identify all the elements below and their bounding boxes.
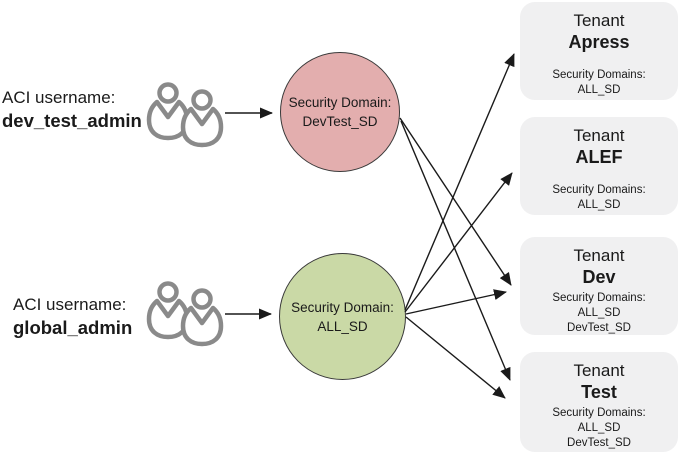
tenant-card-alef: Tenant ALEF Security Domains: ALL_SD: [520, 117, 678, 215]
security-domain-all-circle: Security Domain: ALL_SD: [279, 253, 406, 380]
security-domain-item: ALL_SD: [577, 84, 621, 96]
tenant-caption: Tenant: [573, 246, 625, 265]
person-glyph: [146, 82, 190, 141]
actor-label-global-admin: ACI username: global_admin: [13, 293, 132, 339]
users-icon: [146, 281, 224, 347]
security-domain-item: ALL_SD: [577, 422, 621, 434]
security-domain-item: ALL_SD: [577, 307, 621, 319]
actor-username: global_admin: [13, 317, 133, 338]
security-domains-caption: Security Domains:: [552, 184, 646, 196]
tenant-card-dev: Tenant Dev Security Domains: ALL_SD DevT…: [520, 237, 678, 335]
users-icon: [146, 82, 224, 148]
actor-label-dev-test-admin: ACI username: dev_test_admin: [2, 86, 142, 132]
tenant-name: ALEF: [575, 147, 623, 167]
arrow-all-to-apress: [404, 53, 515, 311]
tenant-security-domains: Security Domains: ALL_SD DevTest_SD: [520, 291, 678, 336]
security-domain-devtest-circle: Security Domain: DevTest_SD: [280, 52, 400, 172]
arrow-all-to-alef: [404, 172, 513, 313]
tenant-name: Test: [581, 382, 617, 402]
security-domain-caption: Security Domain:: [288, 95, 392, 110]
tenant-security-domains: Security Domains: ALL_SD: [520, 183, 678, 213]
tenant-caption: Tenant: [573, 11, 625, 30]
person-glyph: [180, 89, 224, 148]
arrow-devtest-to-dev: [399, 117, 512, 286]
actor-username: dev_test_admin: [2, 110, 142, 131]
security-domain-name: DevTest_SD: [302, 114, 378, 129]
aci-username-caption: ACI username:: [13, 295, 127, 314]
tenant-security-domains: Security Domains: ALL_SD: [520, 68, 678, 98]
tenant-card-apress: Tenant Apress Security Domains: ALL_SD: [520, 2, 678, 100]
security-domains-caption: Security Domains:: [552, 292, 646, 304]
person-glyph: [180, 288, 224, 347]
arrow-devtest-to-test: [400, 120, 511, 381]
security-domains-caption: Security Domains:: [552, 69, 646, 81]
tenant-caption: Tenant: [573, 126, 625, 145]
security-domain-caption: Security Domain:: [291, 299, 394, 315]
person-glyph: [146, 281, 190, 340]
security-domain-name: ALL_SD: [317, 318, 368, 334]
tenant-caption: Tenant: [573, 361, 625, 380]
arrow-all-to-test: [405, 316, 506, 399]
arrow-all-to-dev: [405, 289, 507, 315]
tenant-name: Dev: [582, 267, 616, 287]
security-domain-item: DevTest_SD: [567, 437, 631, 449]
security-domains-caption: Security Domains:: [552, 407, 646, 419]
tenant-card-test: Tenant Test Security Domains: ALL_SD Dev…: [520, 352, 678, 452]
tenant-name: Apress: [568, 32, 630, 52]
aci-username-caption: ACI username:: [2, 88, 116, 107]
tenant-security-domains: Security Domains: ALL_SD DevTest_SD: [520, 406, 678, 451]
security-domain-item: DevTest_SD: [567, 322, 631, 334]
security-domain-item: ALL_SD: [577, 199, 621, 211]
